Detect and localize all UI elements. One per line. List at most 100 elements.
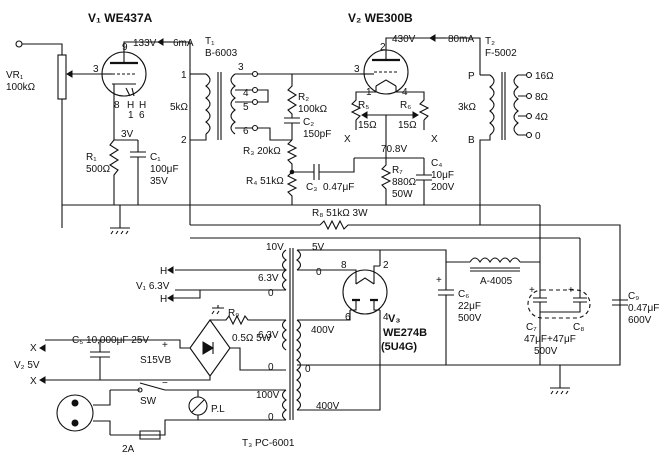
choke [469, 257, 521, 264]
r5-arrow [361, 111, 368, 119]
r9-val: 0.5Ω 5W [232, 333, 272, 344]
fuse [110, 430, 161, 440]
t2-b: B [468, 135, 475, 146]
v1-pin-k: 8 [114, 100, 120, 111]
v3-pin4: 4 [383, 312, 389, 323]
t3-10v: 10V [266, 242, 284, 253]
c1-capacitor [130, 140, 146, 205]
r1-val: 500Ω [86, 164, 111, 175]
wire-hv2 [297, 310, 381, 411]
t1-pin3: 3 [238, 62, 244, 73]
c9-capacitor [560, 280, 628, 366]
x-term2: X [30, 376, 37, 387]
c1-val: 100μF [150, 164, 179, 175]
choke-ref: A-4005 [480, 276, 513, 287]
c3-capacitor [292, 158, 355, 180]
wire-bridge-plus [110, 339, 190, 349]
t2-ref: T₂ [485, 36, 495, 47]
v1-h-right: H [139, 100, 146, 111]
ground-symbol-1 [110, 227, 130, 235]
v3-title: V₃ [388, 313, 400, 325]
c3-val: 0.47μF [323, 182, 354, 193]
t1-pin2: 2 [181, 135, 187, 146]
t3-5v: 5V [312, 242, 325, 253]
t1-pin5: 5 [243, 102, 249, 113]
r3-resistor [286, 139, 298, 172]
c9-val: 0.47μF [628, 303, 659, 314]
v1-cath-v: 3V [121, 129, 134, 140]
r7-resistor [380, 158, 392, 205]
c6-capacitor [438, 262, 454, 365]
pl-ref: P.L [211, 404, 225, 415]
ground-symbol-2 [211, 307, 224, 315]
wire-hv1 [297, 310, 351, 321]
wire-ac [93, 390, 111, 435]
t1-pin6: 6 [243, 126, 249, 137]
r5-val: 15Ω [358, 120, 377, 131]
t1-pin4: 4 [243, 88, 249, 99]
bridge-minus: − [162, 378, 168, 389]
r6-arrow [412, 111, 419, 119]
t3-primary [281, 389, 287, 421]
c8-plus: + [568, 285, 574, 296]
t1-sec-leads [235, 73, 252, 129]
t2-tap8-label: 8Ω [535, 92, 549, 103]
t1-secondary [230, 73, 236, 135]
bridge-plus: + [162, 340, 168, 351]
c5-capacitor [90, 340, 110, 380]
c4-capacitor [416, 158, 432, 205]
v2-heater: V₂ 5V [14, 360, 40, 371]
r3-ref: R₃ 20kΩ [243, 146, 281, 157]
t3-ref: T₃ PC-6001 [242, 438, 295, 449]
wire-t2-b [479, 135, 491, 225]
r9-ref: R₉ [228, 308, 239, 319]
v1-current-arrow [157, 38, 164, 46]
t1-term4 [251, 86, 259, 94]
bridge-diode [202, 341, 214, 355]
v2-pin-g: 3 [354, 64, 360, 75]
v2-current: 80mA [448, 34, 474, 45]
r7-val: 880Ω [392, 177, 417, 188]
vr1-ref: VR₁ [6, 70, 24, 81]
t1-imp: 5kΩ [170, 102, 189, 113]
v1-pin-h2: 6 [139, 110, 145, 121]
v3-plate-leads [350, 300, 380, 311]
r4-ref: R₄ 51kΩ [246, 176, 284, 187]
v2-pin-p: 2 [380, 42, 386, 53]
t2-tap4 [525, 112, 533, 120]
r7-ref: R₇ [392, 165, 403, 176]
vr1-arrow [66, 70, 73, 78]
wire-v2-heater [45, 339, 110, 381]
ac-plug [56, 394, 94, 432]
v3-filament [355, 277, 375, 285]
c3-ref: C₃ [306, 182, 317, 193]
t2-tap0 [525, 131, 533, 139]
c7-plus: + [529, 285, 535, 296]
wire-t1-2 [190, 134, 207, 141]
ac-pin1 [71, 399, 79, 407]
t3-0d: 0 [316, 267, 322, 278]
wire-input [22, 43, 63, 55]
t1-part: B-6003 [205, 48, 238, 59]
t1-term5 [251, 98, 259, 106]
t3-0a: 0 [268, 288, 274, 299]
vr1-resistor [57, 54, 67, 100]
c4-v: 200V [431, 182, 455, 193]
t3-0e: 0 [305, 364, 311, 375]
v1-cathode [112, 83, 136, 90]
sw-switch [110, 382, 166, 391]
t1-ref: T₁ [205, 36, 215, 47]
v1-pin-p: 9 [122, 42, 128, 53]
sw-contact [137, 387, 143, 393]
c6-ref: C₆ [458, 289, 469, 300]
c7-v: 500V [534, 346, 558, 357]
v3-alt: (5U4G) [381, 341, 417, 353]
v1-title: V₁ WE437A [88, 11, 153, 25]
v1-pin-h1: 1 [128, 110, 134, 121]
x-r5: X [344, 134, 351, 145]
r1-resistor [108, 139, 120, 205]
wire-r5r6 [355, 120, 425, 130]
t1-core [217, 72, 222, 140]
ac-pin2 [71, 419, 79, 427]
t2-p: P [468, 71, 475, 82]
